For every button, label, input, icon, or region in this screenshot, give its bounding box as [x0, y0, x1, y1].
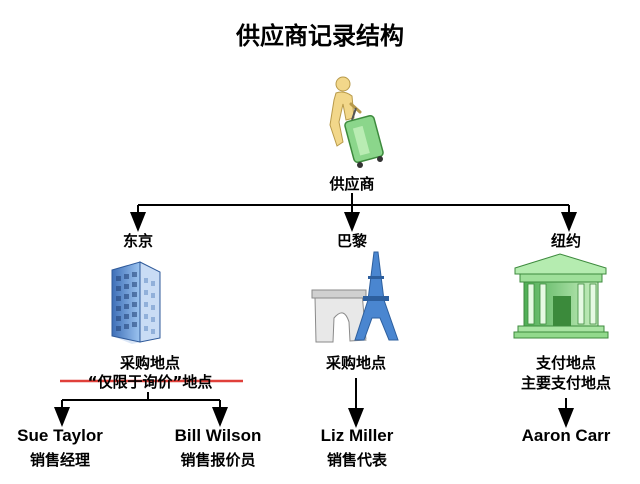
root-label: 供应商	[329, 175, 375, 193]
person-name-liz-miller: Liz Miller	[320, 426, 394, 445]
branch-city-newyork: 纽约	[550, 232, 582, 250]
page-title: 供应商记录结构	[236, 22, 404, 50]
tokyo-location-type: 采购地点	[119, 354, 181, 372]
person-role-bill-wilson: 销售报价员	[180, 451, 256, 469]
eiffel-tower-arch-icon	[311, 251, 399, 343]
paris-location-type: 采购地点	[325, 354, 387, 372]
person-name-bill-wilson: Bill Wilson	[174, 426, 262, 445]
office-building-icon	[111, 261, 161, 344]
person-name-aaron-carr: Aaron Carr	[521, 426, 611, 445]
newyork-primary-payment-location: 主要支付地点	[520, 374, 612, 392]
person-with-luggage-icon	[329, 76, 384, 168]
person-role-sue-taylor: 销售经理	[29, 451, 91, 469]
person-role-liz-miller: 销售代表	[326, 451, 388, 469]
tokyo-inquiry-only-location: “仅限于询价”地点	[87, 373, 213, 391]
newyork-location-type: 支付地点	[535, 354, 597, 372]
branch-city-tokyo: 东京	[122, 232, 154, 250]
person-name-sue-taylor: Sue Taylor	[17, 426, 103, 445]
bank-building-icon	[513, 253, 609, 339]
branch-city-paris: 巴黎	[336, 232, 368, 250]
